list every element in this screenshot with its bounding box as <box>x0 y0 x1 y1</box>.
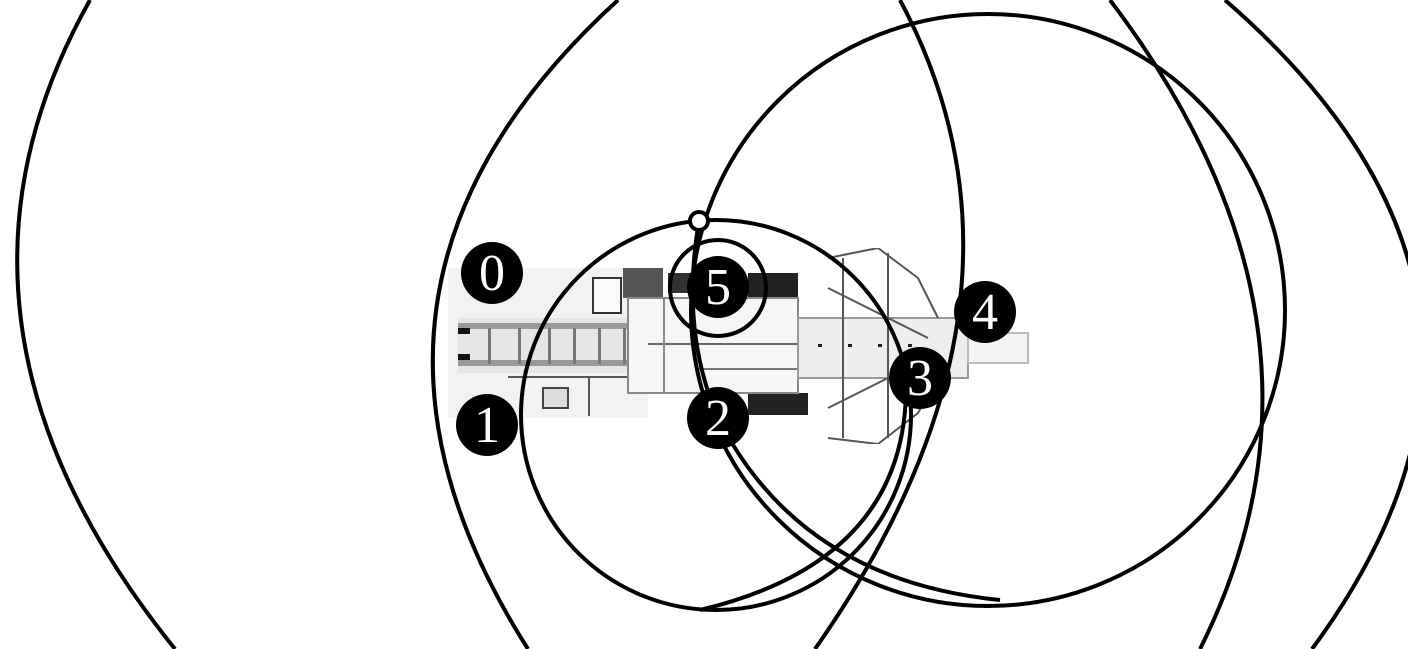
anchor-label-0: 0 <box>479 245 505 302</box>
range-circle-4 <box>689 12 1287 608</box>
anchor-marker-5: 5 <box>687 256 749 318</box>
floor-plan-image <box>448 248 1029 444</box>
range-arc-7 <box>1223 0 1408 649</box>
anchor-marker-0: 0 <box>461 242 523 304</box>
anchor-label-2: 2 <box>705 390 731 447</box>
anchor-label-5: 5 <box>705 259 731 316</box>
anchor-marker-2: 2 <box>687 387 749 449</box>
estimated-position-marker <box>688 210 710 232</box>
range-arc-6 <box>1108 0 1265 649</box>
anchor-marker-3: 3 <box>889 347 951 409</box>
range-circle-2 <box>519 218 913 612</box>
anchor-marker-4: 4 <box>954 281 1016 343</box>
range-arc-1 <box>430 0 620 649</box>
anchor-marker-1: 1 <box>456 394 518 456</box>
anchor-label-3: 3 <box>907 350 933 407</box>
range-circle-5 <box>668 238 768 338</box>
anchor-label-4: 4 <box>972 284 998 341</box>
range-arc-3 <box>699 379 909 612</box>
range-arc-0 <box>15 0 177 649</box>
anchor-label-1: 1 <box>474 397 500 454</box>
